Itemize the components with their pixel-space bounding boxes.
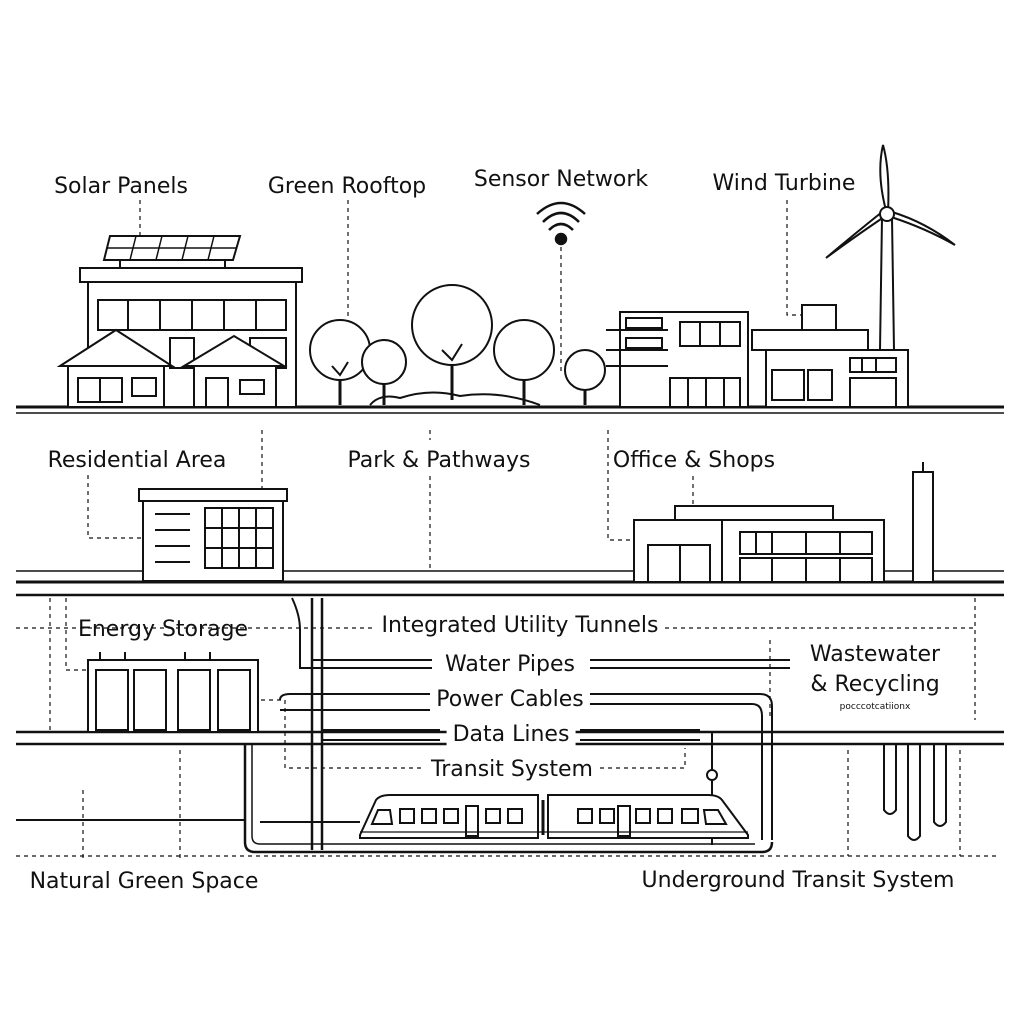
- office-shops-block: [634, 462, 933, 582]
- label-wind-turbine: Wind Turbine: [713, 173, 856, 195]
- wastewater-pipes: [884, 744, 946, 840]
- label-wastewater-caption: pocccotcatiionx: [790, 700, 960, 714]
- label-green-rooftop: Green Rooftop: [268, 176, 426, 198]
- label-underground-transit-system: Underground Transit System: [642, 870, 955, 892]
- label-sensor-network: Sensor Network: [474, 169, 648, 191]
- office-building: [606, 312, 748, 407]
- label-recycling: & Recycling: [790, 670, 960, 700]
- solar-panel-icon: [104, 236, 240, 268]
- wifi-signal-icon: [537, 203, 585, 244]
- label-solar-panels: Solar Panels: [54, 176, 188, 198]
- energy-storage-units: [88, 652, 258, 732]
- label-office-shops: Office & Shops: [613, 450, 775, 472]
- label-park-pathways: Park & Pathways: [348, 450, 531, 472]
- label-natural-green-space: Natural Green Space: [30, 871, 259, 893]
- label-power-cables: Power Cables: [430, 689, 589, 711]
- residential-block: [139, 489, 287, 581]
- label-water-pipes: Water Pipes: [439, 654, 581, 676]
- label-energy-storage: Energy Storage: [78, 619, 248, 641]
- wastewater-recycling-box: Wastewater & Recycling pocccotcatiionx: [790, 640, 960, 720]
- label-residential-area: Residential Area: [48, 450, 227, 472]
- label-integrated-utility-tunnels: Integrated Utility Tunnels: [376, 615, 665, 637]
- label-data-lines: Data Lines: [447, 724, 576, 746]
- label-transit-system: Transit System: [425, 759, 599, 781]
- train-icon: [360, 795, 748, 838]
- label-wastewater: Wastewater: [790, 640, 960, 670]
